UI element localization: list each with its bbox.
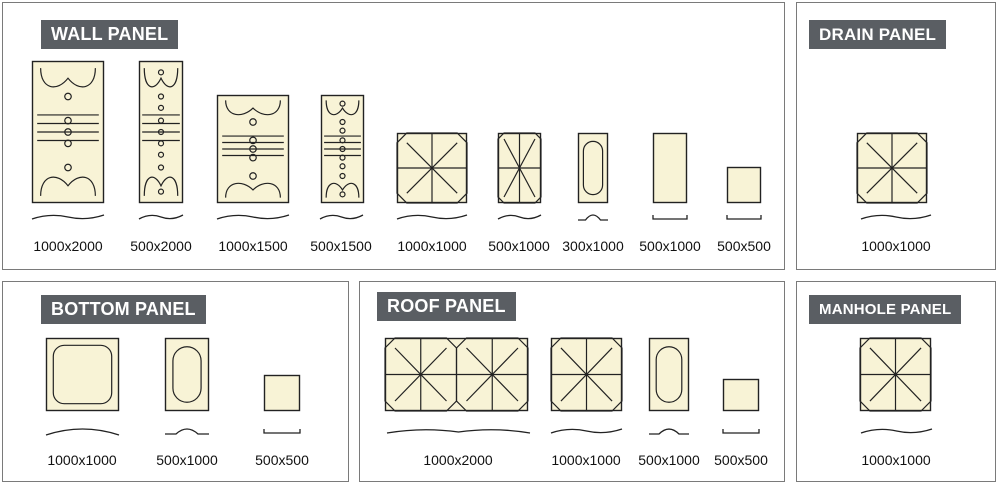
cross-square-pattern xyxy=(856,132,928,204)
manhole-panel-1 xyxy=(859,337,932,412)
double-cross-pattern xyxy=(384,337,529,412)
plain-pattern xyxy=(652,132,688,204)
drain-panel-1 xyxy=(856,132,928,204)
wall-panel-9-profile xyxy=(726,213,762,225)
wall-panel-8 xyxy=(652,132,688,204)
wall-narrow-pattern xyxy=(138,60,184,204)
wall-panel-9 xyxy=(726,166,762,204)
drain-panel-title: DRAIN PANEL xyxy=(809,20,947,49)
profile-outline-icon xyxy=(578,214,608,221)
profile-outline-icon xyxy=(726,215,762,220)
profile-outline-icon xyxy=(263,429,301,434)
cross-square-pattern xyxy=(396,132,468,204)
profile-outline-icon xyxy=(319,214,363,220)
slot-pattern xyxy=(577,132,609,204)
roof-panel-4 xyxy=(722,378,760,412)
wall-panel-6-profile xyxy=(497,213,541,225)
wall-panel-2-label: 500x2000 xyxy=(130,238,192,254)
roof-panel-4-profile xyxy=(722,427,760,439)
wall-panel-2 xyxy=(138,60,184,204)
wall-panel-3-label: 1000x1500 xyxy=(218,238,288,254)
wall-panel-7 xyxy=(577,132,609,204)
wall-panel-4-profile xyxy=(319,213,363,225)
bottom-panel-3-profile xyxy=(263,427,301,439)
plain-pattern xyxy=(263,374,301,412)
wall-panel-4 xyxy=(320,94,365,204)
profile-outline-icon xyxy=(45,428,119,436)
wall-panel-3-profile xyxy=(216,213,290,225)
roof-panel-1-label: 1000x2000 xyxy=(423,452,493,468)
bottom-panel-1 xyxy=(45,337,120,412)
wall-panel-6 xyxy=(497,132,542,204)
wall-panel-2-profile xyxy=(138,213,184,225)
manhole-panel-1-profile xyxy=(860,427,932,439)
slot-pattern xyxy=(648,337,690,412)
plain-pattern xyxy=(726,166,762,204)
roof-panel-2 xyxy=(550,337,623,412)
wall-large-pattern xyxy=(31,60,105,204)
wall-panel-1 xyxy=(31,60,105,204)
wall-panel-1-profile xyxy=(31,213,105,225)
profile-outline-icon xyxy=(31,214,105,220)
profile-outline-icon xyxy=(652,215,688,220)
wall-panel-4-label: 500x1500 xyxy=(310,238,372,254)
drain-panel-section: DRAIN PANEL xyxy=(796,2,996,270)
cross-square-pattern xyxy=(859,337,932,412)
bottom-panel-3 xyxy=(263,374,301,412)
wall-panel-1-label: 1000x2000 xyxy=(33,238,103,254)
profile-outline-icon xyxy=(860,428,932,434)
wall-panel-title: WALL PANEL xyxy=(41,20,179,49)
manhole-panel-title: MANHOLE PANEL xyxy=(809,295,962,324)
profile-outline-icon xyxy=(165,428,209,435)
wall-panel-7-label: 300x1000 xyxy=(562,238,624,254)
roof-panel-title: ROOF PANEL xyxy=(377,292,516,321)
bottom-panel-1-label: 1000x1000 xyxy=(47,452,117,468)
roof-panel-1-profile xyxy=(386,427,530,439)
wall-panel-3 xyxy=(216,94,290,204)
plain-pattern xyxy=(722,378,760,412)
bottom-panel-2 xyxy=(164,337,210,412)
profile-outline-icon xyxy=(396,214,468,220)
roof-panel-3 xyxy=(648,337,690,412)
bottom-panel-3-label: 500x500 xyxy=(255,452,309,468)
wall-panel-9-label: 500x500 xyxy=(717,238,771,254)
wall-narrow-pattern xyxy=(320,94,365,204)
roof-panel-2-profile xyxy=(550,427,622,439)
profile-outline-icon xyxy=(138,214,184,220)
profile-outline-icon xyxy=(722,429,760,434)
wall-panel-5-profile xyxy=(396,213,468,225)
profile-outline-icon xyxy=(386,429,530,434)
roof-panel-3-label: 500x1000 xyxy=(638,452,700,468)
wall-panel-5-label: 1000x1000 xyxy=(397,238,467,254)
bottom-panel-title: BOTTOM PANEL xyxy=(41,295,206,324)
roof-panel-1 xyxy=(384,337,529,412)
profile-outline-icon xyxy=(216,214,290,220)
profile-outline-icon xyxy=(649,428,689,435)
manhole-panel-1-label: 1000x1000 xyxy=(861,452,931,468)
drain-panel-1-label: 1000x1000 xyxy=(861,238,931,254)
bottom-panel-1-profile xyxy=(45,427,119,439)
bottom-panel-2-profile xyxy=(165,427,209,439)
wall-panel-8-label: 500x1000 xyxy=(639,238,701,254)
roof-panel-3-profile xyxy=(649,427,689,439)
wall-large-pattern xyxy=(216,94,290,204)
wall-panel-6-label: 500x1000 xyxy=(488,238,550,254)
profile-outline-icon xyxy=(497,214,541,220)
roof-panel-2-label: 1000x1000 xyxy=(551,452,621,468)
wall-panel-7-profile xyxy=(578,213,608,225)
slot-pattern xyxy=(164,337,210,412)
roof-panel-4-label: 500x500 xyxy=(714,452,768,468)
drain-panel-1-profile xyxy=(860,213,932,225)
profile-outline-icon xyxy=(550,428,622,434)
wall-panel-8-profile xyxy=(652,213,688,225)
wall-panel-5 xyxy=(396,132,468,204)
profile-outline-icon xyxy=(860,214,932,220)
rounded-square-pattern xyxy=(45,337,120,412)
cross-narrow-pattern xyxy=(497,132,542,204)
bottom-panel-2-label: 500x1000 xyxy=(156,452,218,468)
cross-square-pattern xyxy=(550,337,623,412)
